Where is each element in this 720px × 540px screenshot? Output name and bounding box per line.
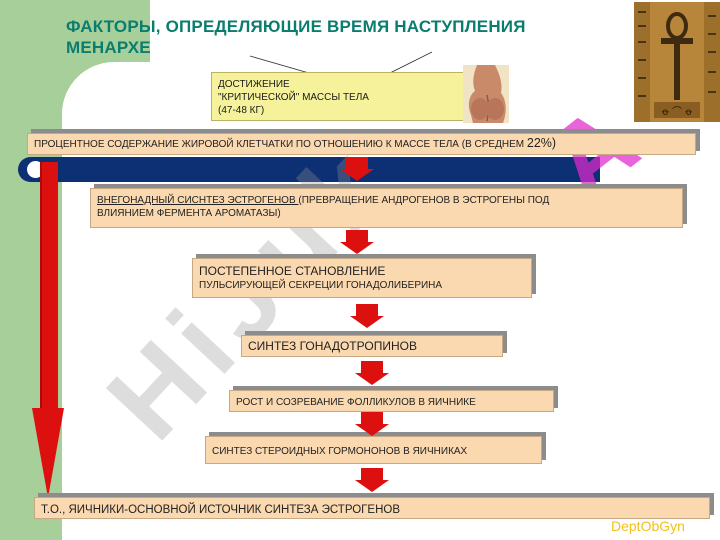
down-arrow-icon	[340, 230, 374, 254]
torso-photo	[463, 65, 509, 123]
fat-percentage-box: ПРОЦЕНТНОЕ СОДЕРЖАНИЕ ЖИРОВОЙ КЛЕТЧАТКИ …	[27, 133, 696, 155]
extragonadal-estrogen-box: ВНЕГОНАДНЫЙ СИСНТЕЗ ЭСТРОГЕНОВ (ПРЕВРАЩЕ…	[90, 188, 683, 228]
title-line-2: МЕНАРХЕ	[66, 38, 151, 57]
pulsatile-secretion-box: ПОСТЕПЕННОЕ СТАНОВЛЕНИЕ ПУЛЬСИРУЮЩЕЙ СЕК…	[192, 258, 532, 298]
estrogen-underlined-text: ВНЕГОНАДНЫЙ СИСНТЕЗ ЭСТРОГЕНОВ	[97, 195, 299, 206]
follicle-text: РОСТ И СОЗРЕВАНИЕ ФОЛЛИКУЛОВ В ЯИЧНИКЕ	[236, 397, 476, 408]
fat-percentage-value: 22%)	[526, 136, 557, 150]
conclusion-text: Т.О., ЯИЧНИКИ-ОСНОВНОЙ ИСТОЧНИК СИНТЕЗА …	[41, 504, 400, 516]
steroid-text: СИНТЕЗ СТЕРОИДНЫХ ГОРМОНОНОВ В ЯИЧНИКАХ	[212, 446, 468, 457]
divider-dot	[27, 161, 44, 178]
egyptian-ankh-relief: ꝋ ⌒ ꝋ	[634, 2, 720, 122]
big-down-arrow-icon	[32, 162, 64, 498]
mass-line-1: ДОСТИЖЕНИЕ	[218, 79, 290, 90]
mass-line-3: (47-48 КГ)	[218, 105, 265, 116]
follicle-growth-box: РОСТ И СОЗРЕВАНИЕ ФОЛЛИКУЛОВ В ЯИЧНИКЕ	[229, 390, 554, 412]
mass-line-2: "КРИТИЧЕСКОЙ" МАССЫ ТЕЛА	[218, 92, 369, 103]
blue-divider-bar	[18, 157, 600, 182]
down-arrow-icon	[355, 361, 389, 385]
pulse-line-2: ПУЛЬСИРУЮЩЕЙ СЕКРЕЦИИ ГОНАДОЛИБЕРИНА	[199, 280, 443, 291]
conclusion-box: Т.О., ЯИЧНИКИ-ОСНОВНОЙ ИСТОЧНИК СИНТЕЗА …	[34, 497, 710, 519]
pulse-line-1: ПОСТЕПЕННОЕ СТАНОВЛЕНИЕ	[199, 264, 386, 278]
gonadotropin-text: СИНТЕЗ ГОНАДОТРОПИНОВ	[248, 339, 417, 353]
gonadotropin-synthesis-box: СИНТЕЗ ГОНАДОТРОПИНОВ	[241, 335, 503, 357]
critical-mass-box: ДОСТИЖЕНИЕ "КРИТИЧЕСКОЙ" МАССЫ ТЕЛА (47-…	[211, 72, 467, 121]
fat-percentage-text: ПРОЦЕНТНОЕ СОДЕРЖАНИЕ ЖИРОВОЙ КЛЕТЧАТКИ …	[34, 139, 527, 150]
down-arrow-icon	[355, 468, 389, 492]
svg-text:ꝋ ⌒ ꝋ: ꝋ ⌒ ꝋ	[662, 106, 692, 118]
page-title: ФАКТОРЫ, ОПРЕДЕЛЯЮЩИЕ ВРЕМЯ НАСТУПЛЕНИЯ …	[66, 16, 626, 58]
down-arrow-icon	[355, 412, 389, 436]
steroid-synthesis-box: СИНТЕЗ СТЕРОИДНЫХ ГОРМОНОНОВ В ЯИЧНИКАХ	[205, 436, 542, 464]
down-arrow-icon	[340, 157, 374, 181]
brand-label: DeptObGyn	[611, 518, 685, 534]
estrogen-line-2: ВЛИЯНИЕМ ФЕРМЕНТА АРОМАТАЗЫ)	[97, 208, 281, 219]
title-line-1: ФАКТОРЫ, ОПРЕДЕЛЯЮЩИЕ ВРЕМЯ НАСТУПЛЕНИЯ	[66, 17, 526, 36]
down-arrow-icon	[350, 304, 384, 328]
estrogen-line-1-rest: (ПРЕВРАЩЕНИЕ АНДРОГЕНОВ В ЭСТРОГЕНЫ ПОД	[298, 195, 550, 206]
